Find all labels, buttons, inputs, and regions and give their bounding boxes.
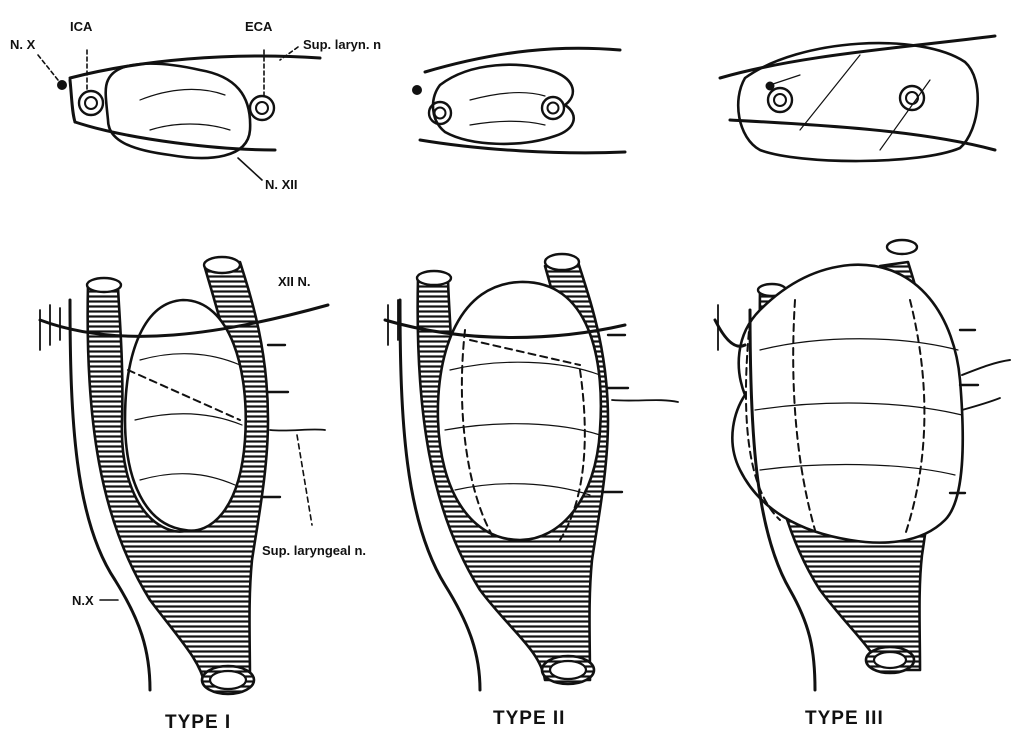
label-nx-bottom: N.X — [72, 594, 94, 607]
caption-type-2: TYPE II — [493, 709, 565, 728]
label-xii-n: XII N. — [278, 275, 311, 288]
label-ica: ICA — [70, 20, 92, 33]
cross-section-type-1 — [38, 47, 320, 180]
caption-type-1: TYPE I — [165, 713, 231, 732]
label-n-xii-top: N. XII — [265, 178, 298, 191]
label-n-x-top: N. X — [10, 38, 35, 51]
cross-section-type-2 — [414, 48, 626, 153]
lateral-view-type-3 — [715, 240, 1010, 690]
caption-type-3: TYPE III — [805, 709, 884, 728]
label-eca: ECA — [245, 20, 272, 33]
lateral-view-type-2 — [385, 254, 678, 690]
label-sup-laryngeal: Sup. laryngeal n. — [262, 544, 366, 557]
cross-section-type-3 — [720, 36, 995, 161]
lateral-view-type-1 — [40, 257, 328, 694]
label-sup-laryn-top: Sup. laryn. n — [303, 38, 381, 51]
